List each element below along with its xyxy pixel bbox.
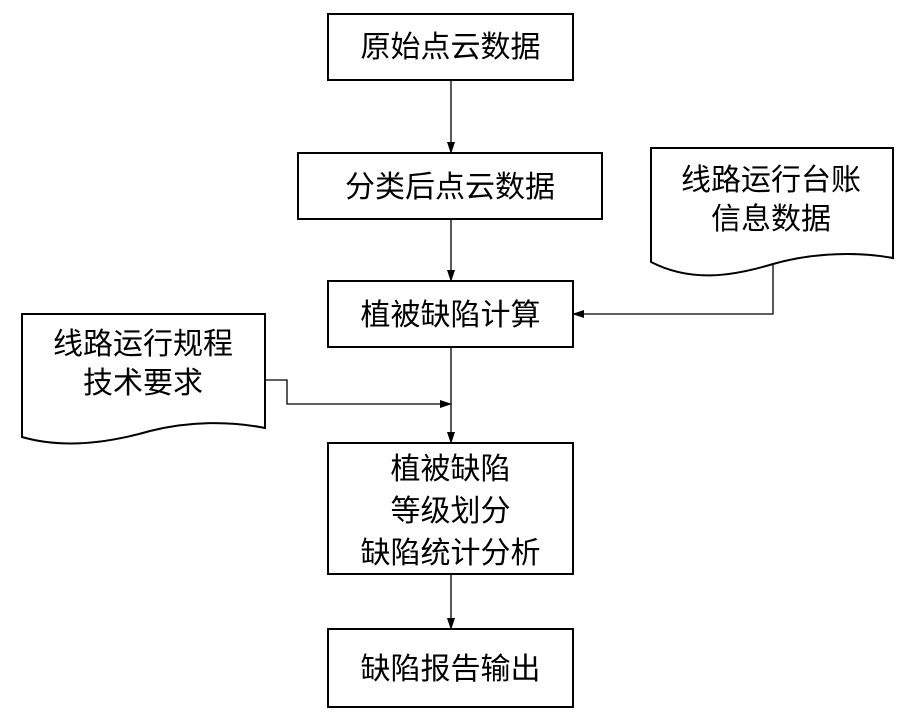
doc-line-ledger-info-line-1: 线路运行台账 (681, 163, 861, 198)
node-classified-point-cloud-label: 分类后点云数据 (345, 170, 555, 205)
doc-line-regulations-line-2: 技术要求 (83, 366, 203, 401)
node-grading-statistics-line-1: 植被缺陷 (391, 452, 511, 487)
doc-line-regulations-line-1: 线路运行规程 (53, 327, 233, 362)
doc-line-regulations: 线路运行规程 技术要求 (21, 313, 266, 445)
node-vegetation-defect-calc-label: 植被缺陷计算 (361, 298, 541, 333)
doc-line-ledger-info: 线路运行台账 信息数据 (650, 147, 894, 277)
doc-line-ledger-info-line-2: 信息数据 (711, 202, 831, 237)
node-defect-report-output-label: 缺陷报告输出 (361, 652, 541, 687)
node-classified-point-cloud: 分类后点云数据 (297, 152, 603, 220)
node-defect-report-output: 缺陷报告输出 (327, 628, 574, 708)
node-grading-statistics: 植被缺陷 等级划分 缺陷统计分析 (327, 442, 574, 575)
node-vegetation-defect-calc: 植被缺陷计算 (327, 280, 574, 348)
node-grading-statistics-line-2: 等级划分 (391, 494, 511, 529)
node-raw-point-cloud: 原始点云数据 (327, 13, 574, 81)
node-grading-statistics-line-3: 缺陷统计分析 (361, 536, 541, 571)
edge-ledger-to-calc (572, 263, 774, 318)
edge-regulations-to-flow (265, 379, 452, 408)
node-raw-point-cloud-label: 原始点云数据 (361, 30, 541, 65)
